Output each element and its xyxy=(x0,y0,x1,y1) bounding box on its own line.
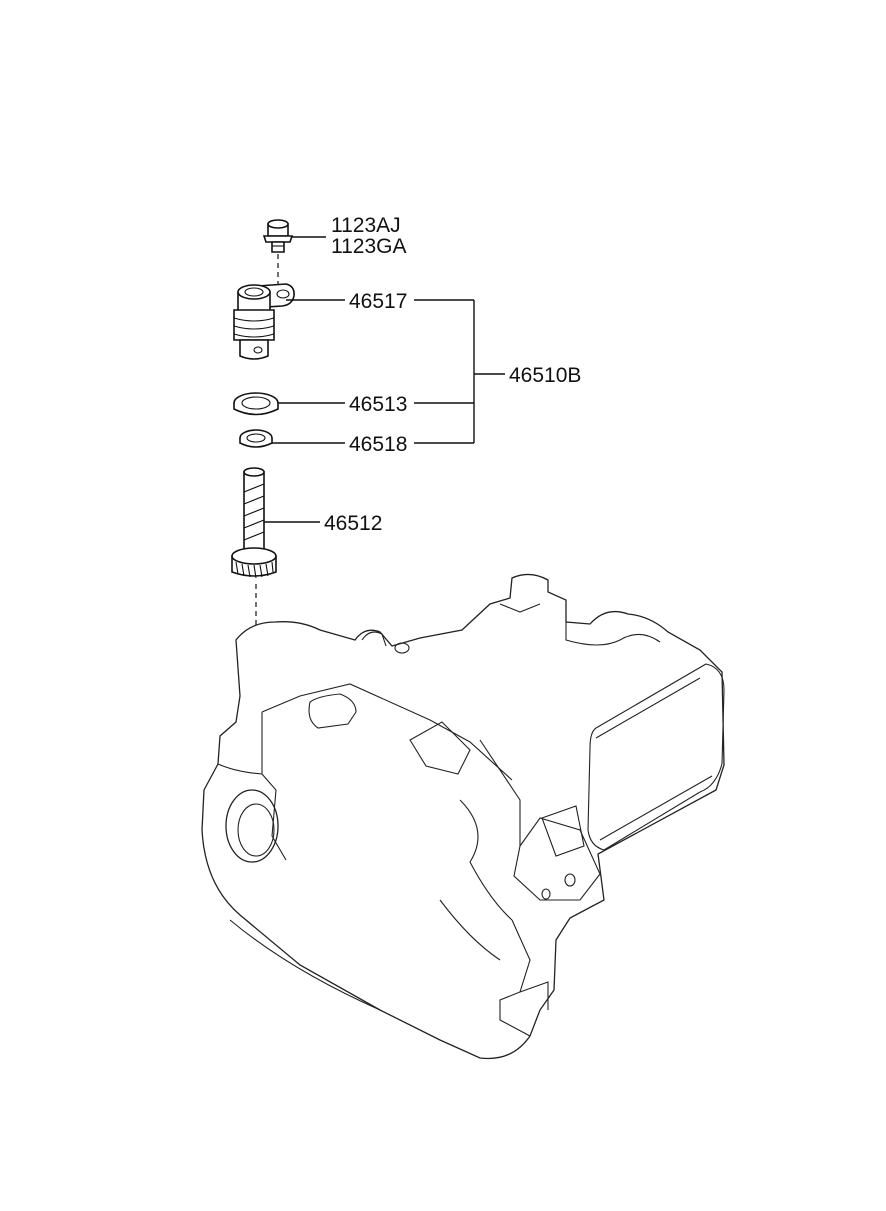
label-46518: 46518 xyxy=(349,433,407,456)
leader-lines xyxy=(264,236,505,523)
label-46510B: 46510B xyxy=(509,364,581,387)
oring-part xyxy=(233,392,279,416)
gear-part xyxy=(231,467,277,579)
label-1123GA: 1123GA xyxy=(331,235,407,258)
label-46517: 46517 xyxy=(349,290,407,313)
label-46512: 46512 xyxy=(324,512,382,535)
transaxle-housing xyxy=(201,573,725,1060)
label-1123AJ: 1123AJ xyxy=(331,214,401,237)
label-46513: 46513 xyxy=(349,393,407,416)
sensor-part xyxy=(233,283,295,360)
sleeve-part xyxy=(239,429,273,448)
bolt-part xyxy=(262,219,294,253)
